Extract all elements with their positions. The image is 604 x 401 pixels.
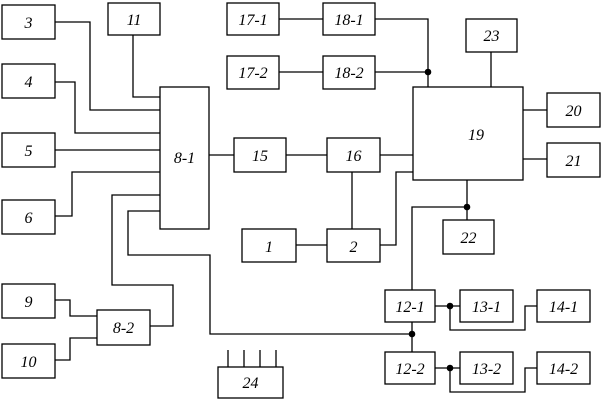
svg-text:20: 20 — [566, 103, 582, 120]
wire-12-2-to-14-2 — [449, 367, 537, 393]
svg-text:5: 5 — [25, 143, 33, 160]
block-13-2: 13-2 — [459, 351, 514, 385]
wire-4-to-8-1 — [55, 81, 160, 134]
svg-text:2: 2 — [350, 239, 358, 256]
block-2: 2 — [326, 228, 381, 263]
svg-text:6: 6 — [25, 210, 33, 227]
junction-dot — [446, 302, 454, 310]
block-23: 23 — [465, 18, 518, 53]
block-16: 16 — [326, 137, 381, 173]
wire-8-1-to-12 — [127, 210, 412, 335]
svg-text:14-1: 14-1 — [549, 299, 578, 316]
block-8-2: 8-2 — [96, 309, 151, 346]
svg-text:4: 4 — [25, 74, 33, 91]
svg-text:12-1: 12-1 — [395, 299, 424, 316]
svg-text:18-2: 18-2 — [334, 65, 363, 82]
wire-3-to-8-1 — [55, 21, 160, 111]
block-20: 20 — [546, 92, 601, 128]
wire-node-to-12-1 — [411, 206, 467, 290]
block-12-2: 12-2 — [384, 351, 436, 385]
wire-10-to-8-2 — [55, 337, 97, 361]
svg-text:8-1: 8-1 — [174, 150, 195, 167]
junction-dots — [408, 68, 471, 372]
block-3: 3 — [1, 4, 56, 40]
block-10: 10 — [1, 343, 56, 379]
svg-text:18-1: 18-1 — [334, 12, 363, 29]
svg-text:9: 9 — [25, 294, 33, 311]
wire-11-to-8-1 — [132, 35, 160, 98]
junction-dot — [446, 364, 454, 372]
svg-text:1: 1 — [265, 239, 273, 256]
svg-text:13-1: 13-1 — [472, 299, 501, 316]
svg-text:3: 3 — [24, 15, 33, 32]
svg-text:24: 24 — [243, 375, 259, 392]
svg-text:11: 11 — [127, 12, 142, 29]
block-6: 6 — [1, 199, 56, 235]
svg-text:23: 23 — [484, 28, 500, 45]
block-14-1: 14-1 — [536, 289, 591, 323]
block-5: 5 — [1, 132, 56, 168]
block-17-1: 17-1 — [226, 2, 280, 36]
svg-text:12-2: 12-2 — [395, 361, 424, 378]
block-18-2: 18-2 — [322, 55, 376, 90]
svg-text:19: 19 — [468, 127, 484, 144]
svg-text:10: 10 — [21, 354, 37, 371]
svg-text:16: 16 — [346, 148, 362, 165]
block-12-1: 12-1 — [384, 289, 436, 323]
svg-text:13-2: 13-2 — [472, 361, 501, 378]
svg-text:8-2: 8-2 — [113, 320, 134, 337]
block-13-1: 13-1 — [459, 289, 514, 323]
wire-9-to-8-2 — [55, 299, 97, 317]
block-18-1: 18-1 — [322, 2, 376, 36]
block-1: 1 — [241, 228, 297, 263]
svg-text:22: 22 — [461, 230, 477, 247]
block-14-2: 14-2 — [536, 351, 591, 385]
block-24: 24 — [217, 366, 284, 399]
block-11: 11 — [107, 2, 161, 36]
block-17-2: 17-2 — [226, 55, 280, 90]
svg-text:15: 15 — [252, 148, 268, 165]
block-4: 4 — [1, 63, 56, 99]
svg-text:21: 21 — [566, 153, 582, 170]
wire-8-1-to-8-2 — [111, 194, 174, 327]
block-19: 19 — [412, 86, 524, 181]
wire-18-1-to-19 — [375, 18, 429, 87]
junction-dot — [408, 330, 416, 338]
wire-6-to-8-1 — [55, 171, 160, 217]
junction-dot — [424, 68, 432, 76]
block-9: 9 — [1, 283, 56, 319]
block-21: 21 — [546, 142, 601, 178]
wire-2-to-19 — [380, 171, 413, 246]
junction-dot — [463, 203, 471, 211]
wire-12-1-to-14-1 — [449, 305, 537, 331]
svg-text:17-1: 17-1 — [238, 12, 267, 29]
block-22: 22 — [442, 219, 495, 255]
block-8-1: 8-1 — [159, 86, 210, 230]
svg-text:14-2: 14-2 — [549, 361, 578, 378]
svg-text:17-2: 17-2 — [238, 65, 267, 82]
connection-lines — [55, 18, 547, 393]
block-15: 15 — [233, 137, 287, 173]
